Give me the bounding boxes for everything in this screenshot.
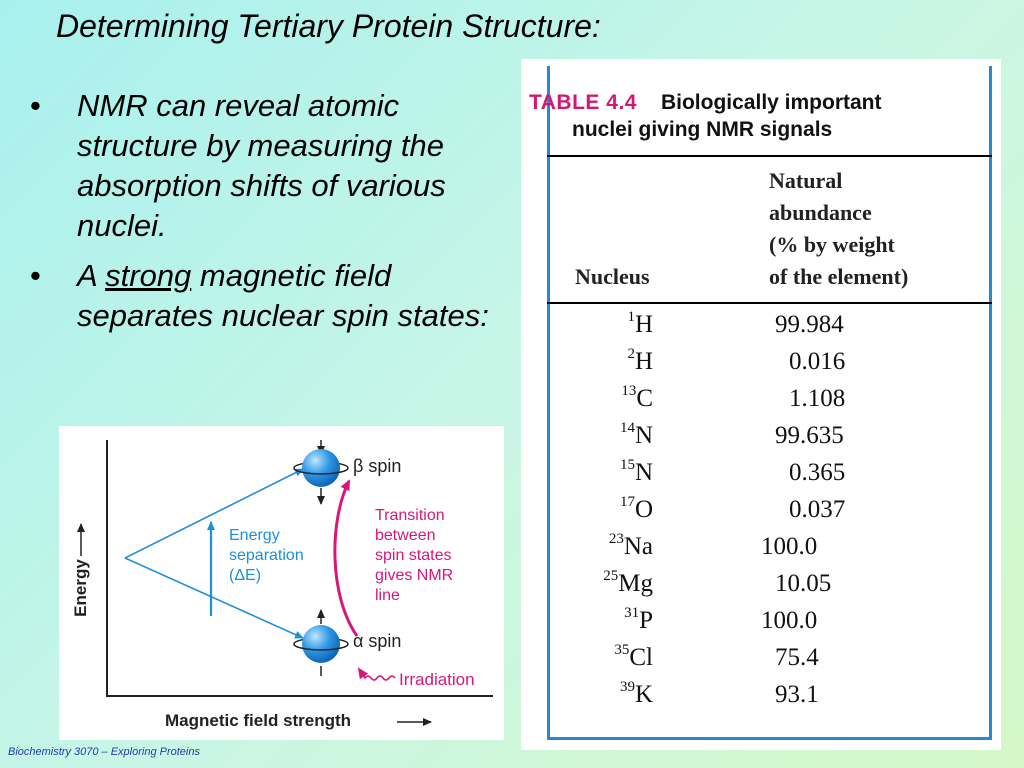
beta-level-line [124,468,304,559]
abundance-cell: 10.05 [775,570,832,597]
bullet-glyph: • [30,88,41,123]
abundance-cell: 99.984 [775,311,844,338]
beta-spin-ball [293,440,349,505]
table-row: 2H 0.016 [581,346,921,385]
table-top-rule [547,155,992,157]
abundance-header-line: of the element) [769,264,909,289]
table-header-rule [547,302,992,304]
table-row: 1H 99.984 [581,309,921,348]
nucleus-cell: 14N [619,420,653,449]
alpha-spin-label: α spin [353,631,402,651]
bullet-item: • NMR can reveal atomic structure by mea… [28,86,508,246]
alpha-level-line [124,557,304,639]
bullet-item: • A strong magnetic field separates nucl… [28,256,508,336]
nucleus-cell: 1H [627,309,653,338]
bullet-text-post: magnetic field separates nuclear spin st… [77,258,489,333]
abundance-header-line: Natural [769,168,843,193]
abundance-cell: 99.635 [775,422,844,449]
table-number: TABLE 4.4 [529,91,637,114]
transition-line: gives NMR [375,567,454,584]
y-axis-label: Energy [71,559,90,617]
irradiation-wave [357,667,396,681]
separation-line: (ΔE) [229,567,262,584]
slide-title: Determining Tertiary Protein Structure: [56,8,601,44]
separation-line: Energy [229,527,280,544]
abundance-cell: 75.4 [775,644,819,671]
nucleus-cell: 15N [619,457,653,486]
beta-spin-label: β spin [353,456,402,476]
table-row: 23Na 100.0 [581,531,921,570]
table-row: 13C 1.108 [581,383,921,422]
table-title-line2: nuclei giving NMR signals [572,118,833,141]
nucleus-cell: 2H [627,346,653,375]
abundance-cell: 100.0 [761,607,818,634]
bullet-list: • NMR can reveal atomic structure by mea… [28,86,508,346]
transition-line: Transition [375,507,445,524]
nucleus-cell: 13C [621,383,653,412]
abundance-cell: 0.037 [789,496,846,523]
column-header-abundance: Natural abundance (% by weight of the el… [769,165,908,293]
separation-line: separation [229,547,304,564]
table-row: 31P 100.0 [581,605,921,644]
bullet-text: NMR can reveal atomic structure by measu… [77,88,446,243]
bullet-text-pre: A [77,258,106,293]
transition-line: line [375,587,400,604]
transition-line: between [375,527,436,544]
table-row: 17O 0.037 [581,494,921,533]
diagram-graphic [77,440,493,726]
transition-label: Transition between spin states gives NMR… [375,506,453,606]
nucleus-cell: 39K [619,679,653,708]
irradiation-label: Irradiation [399,670,475,689]
column-header-nucleus: Nucleus [575,264,650,289]
nucleus-cell: 31P [624,605,653,634]
table-frame [547,66,992,740]
table-row: 35Cl 75.4 [581,642,921,681]
abundance-cell: 93.1 [775,681,819,708]
nucleus-cell: 23Na [608,531,653,560]
table-title-line1: Biologically important [660,91,882,114]
abundance-cell: 0.365 [789,459,846,486]
abundance-header-line: (% by weight [769,232,895,257]
table-row: 14N 99.635 [581,420,921,459]
abundance-cell: 100.0 [761,533,818,560]
energy-separation-label: Energy separation (ΔE) [229,526,304,586]
table-caption: TABLE 4.4 Biologically important nuclei g… [529,89,999,143]
bullet-glyph: • [30,258,41,293]
transition-arrow [333,479,359,637]
abundance-cell: 1.108 [789,385,846,412]
nucleus-cell: 35Cl [614,642,653,671]
table-row: 15N 0.365 [581,457,921,496]
nucleus-cell: 25Mg [603,568,653,597]
table-row: 39K 93.1 [581,679,921,718]
y-axis-line [106,440,493,697]
abundance-cell: 0.016 [789,348,846,375]
abundance-header-line: abundance [769,200,872,225]
transition-line: spin states [375,547,452,564]
table-row: 25Mg 10.05 [581,568,921,607]
x-axis-label: Magnetic field strength [165,711,352,730]
nmr-table-panel: TABLE 4.4 Biologically important nuclei g… [521,59,1001,750]
bullet-emphasis: strong [105,258,192,293]
nucleus-cell: 17O [619,494,653,523]
alpha-spin-ball [293,609,349,676]
slide-footer: Biochemistry 3070 – Exploring Proteins [8,746,200,758]
nmr-energy-diagram: Energy Magnetic field strength β spin α … [59,426,504,740]
